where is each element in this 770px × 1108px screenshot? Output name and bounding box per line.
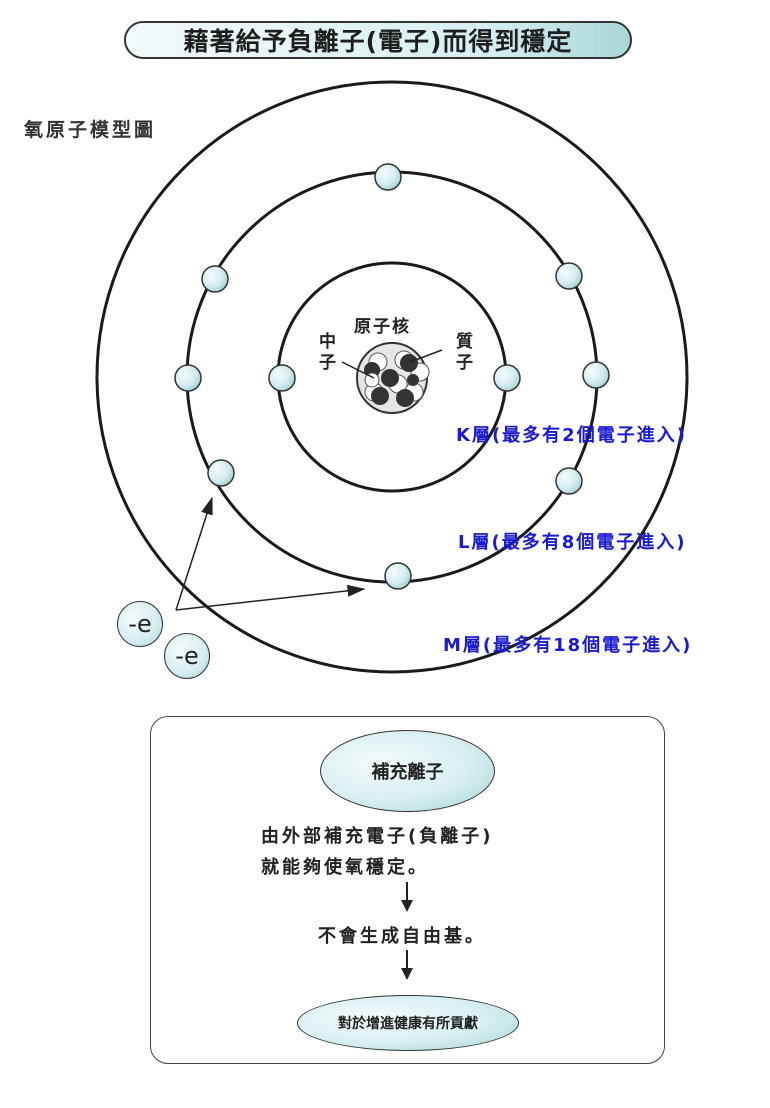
flow-line-1: 由外部補充電子(負離子) xyxy=(261,826,494,847)
free-electron-label: -e xyxy=(128,610,152,638)
electron-icon xyxy=(174,364,202,392)
free-electron-label: -e xyxy=(175,642,199,670)
page-title: 藉著給予負離子(電子)而得到穩定 xyxy=(183,27,573,56)
electron-icon xyxy=(207,459,235,487)
nucleus-icon xyxy=(356,342,430,414)
shell-m-orbit xyxy=(95,80,689,674)
shell-k-label: K層(最多有2個電子進入) xyxy=(456,425,687,446)
electron-icon xyxy=(493,364,521,392)
electron-icon xyxy=(384,562,412,590)
free-electron-icon: -e xyxy=(164,633,210,679)
arrow-down-icon xyxy=(401,882,413,912)
flow-header-ellipse: 補充離子 xyxy=(320,730,495,812)
electron-icon xyxy=(555,467,583,495)
flow-header: 補充離子 xyxy=(371,762,444,783)
neutron-label: 中子 xyxy=(315,332,335,374)
electron-icon xyxy=(582,361,610,389)
diagram-subtitle: 氧原子模型圖 xyxy=(24,119,157,141)
proton-label: 質子 xyxy=(452,332,472,374)
flow-footer-ellipse: 對於增進健康有所貢獻 xyxy=(297,995,519,1051)
free-electron-icon: -e xyxy=(117,601,163,647)
electron-icon xyxy=(268,364,296,392)
arrow-icon xyxy=(175,584,366,611)
atom-model-diagram xyxy=(95,80,689,674)
electron-icon xyxy=(201,265,229,293)
flow-panel xyxy=(150,716,665,1064)
flow-line-2: 就能夠使氧穩定。 xyxy=(261,857,429,878)
arrow-down-icon xyxy=(401,950,413,980)
proton-pointer xyxy=(409,349,443,363)
electron-icon xyxy=(555,262,583,290)
neutron-pointer xyxy=(341,361,375,379)
shell-l-label: L層(最多有8個電子進入) xyxy=(458,532,687,553)
flow-footer: 對於增進健康有所貢獻 xyxy=(338,1016,478,1032)
nucleus-label: 原子核 xyxy=(354,317,411,337)
shell-m-label: M層(最多有18個電子進入) xyxy=(443,635,693,656)
electron-icon xyxy=(374,163,402,191)
flow-line-3: 不會生成自由基。 xyxy=(318,926,486,947)
arrow-icon xyxy=(175,496,213,611)
title-banner: 藉著給予負離子(電子)而得到穩定 xyxy=(124,21,632,59)
